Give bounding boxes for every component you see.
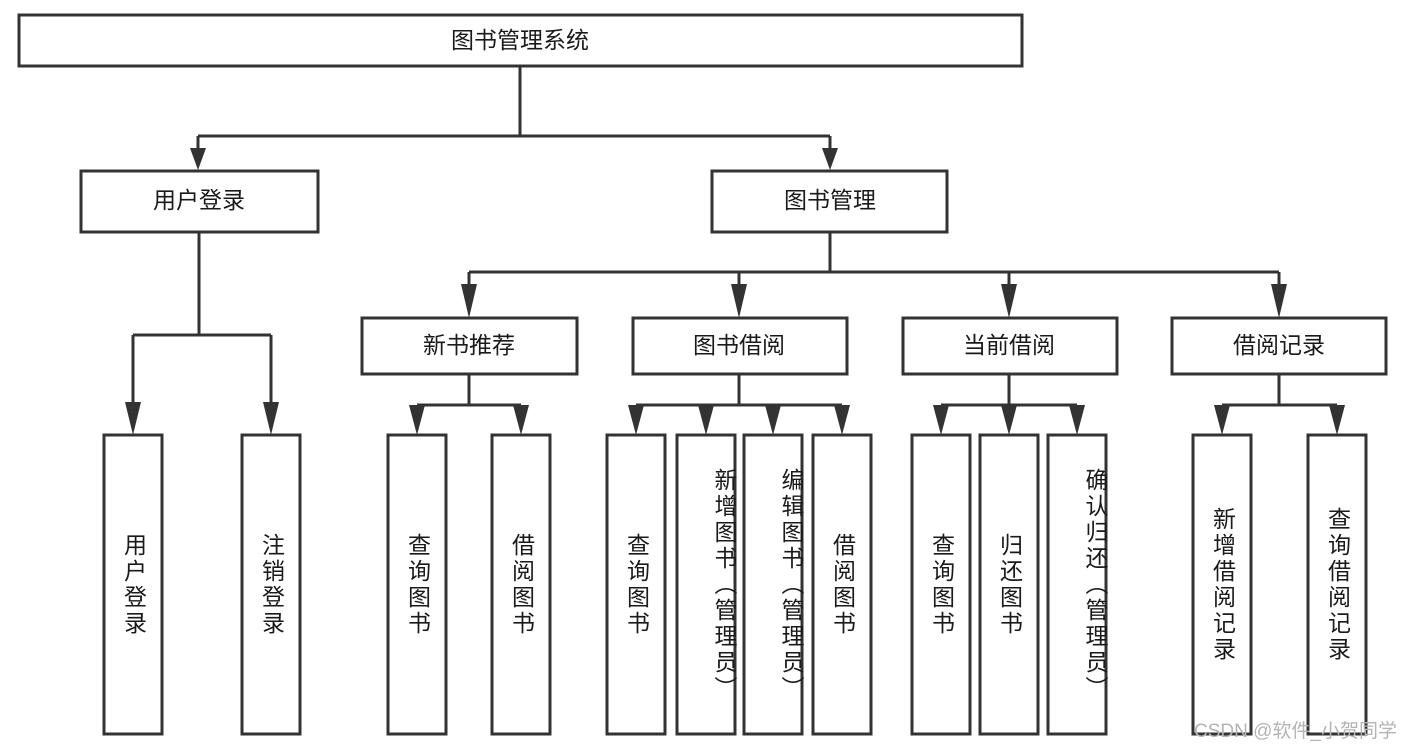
arrowhead-book-borrow	[731, 284, 747, 318]
node-leaf-3[interactable]	[386, 433, 448, 736]
node-borrow-record-label: 借阅记录	[1233, 332, 1325, 358]
arrowhead-leaf-4	[513, 405, 529, 435]
node-new-book-rec[interactable]	[360, 316, 579, 376]
node-leaf-7[interactable]	[742, 433, 804, 736]
node-book-manage[interactable]	[710, 169, 949, 234]
arrowhead-book-manage	[822, 148, 838, 170]
node-new-book-rec-label: 新书推荐	[423, 332, 515, 358]
node-leaf-6[interactable]	[675, 433, 737, 736]
arrowhead-user-login	[190, 148, 206, 170]
node-user-login[interactable]	[79, 169, 320, 234]
arrowhead-new-book-rec	[461, 284, 477, 318]
node-current-borrow[interactable]	[901, 316, 1119, 376]
node-book-borrow[interactable]	[631, 316, 849, 376]
arrowhead-leaf-11	[1069, 405, 1085, 435]
arrowhead-borrow-record	[1271, 284, 1287, 318]
node-layer: 图书管理系统 用户登录 图书管理 新书推荐 图书借阅 当前借阅 借阅记录	[17, 13, 1388, 736]
node-current-borrow-label: 当前借阅	[963, 332, 1055, 358]
arrowhead-leaf-8	[834, 405, 850, 435]
node-leaf-9[interactable]	[910, 433, 972, 736]
node-leaf-5[interactable]	[605, 433, 667, 736]
arrowhead-current-borrow	[1001, 284, 1017, 318]
arrowhead-leaf-3	[409, 405, 425, 435]
node-root[interactable]	[17, 13, 1024, 68]
arrowhead-leaf-13	[1329, 405, 1345, 435]
node-root-label: 图书管理系统	[451, 27, 589, 53]
arrowhead-leaf-9	[933, 405, 949, 435]
node-user-login-label: 用户登录	[153, 187, 245, 213]
arrowhead-leaf-6	[698, 405, 714, 435]
node-book-manage-label: 图书管理	[784, 187, 876, 213]
node-borrow-record[interactable]	[1170, 316, 1388, 376]
node-leaf-2[interactable]	[240, 433, 302, 736]
csdn-watermark: CSDN @软件_小贺同学	[1194, 721, 1397, 742]
arrowhead-leaf-2	[263, 402, 279, 435]
node-leaf-13[interactable]	[1306, 433, 1368, 736]
node-leaf-1[interactable]	[102, 433, 164, 736]
node-leaf-4[interactable]	[490, 433, 552, 736]
arrowhead-leaf-1	[125, 402, 141, 435]
arrowhead-leaf-10	[1001, 405, 1017, 435]
node-leaf-11[interactable]	[1046, 433, 1108, 736]
arrowhead-leaf-12	[1214, 405, 1230, 435]
arrowhead-leaf-5	[628, 405, 644, 435]
node-leaf-8[interactable]	[811, 433, 873, 736]
connector-layer	[125, 66, 1345, 435]
node-leaf-10[interactable]	[978, 433, 1040, 736]
node-leaf-12[interactable]	[1191, 433, 1253, 736]
arrowhead-leaf-7	[765, 405, 781, 435]
node-book-borrow-label: 图书借阅	[693, 332, 785, 358]
